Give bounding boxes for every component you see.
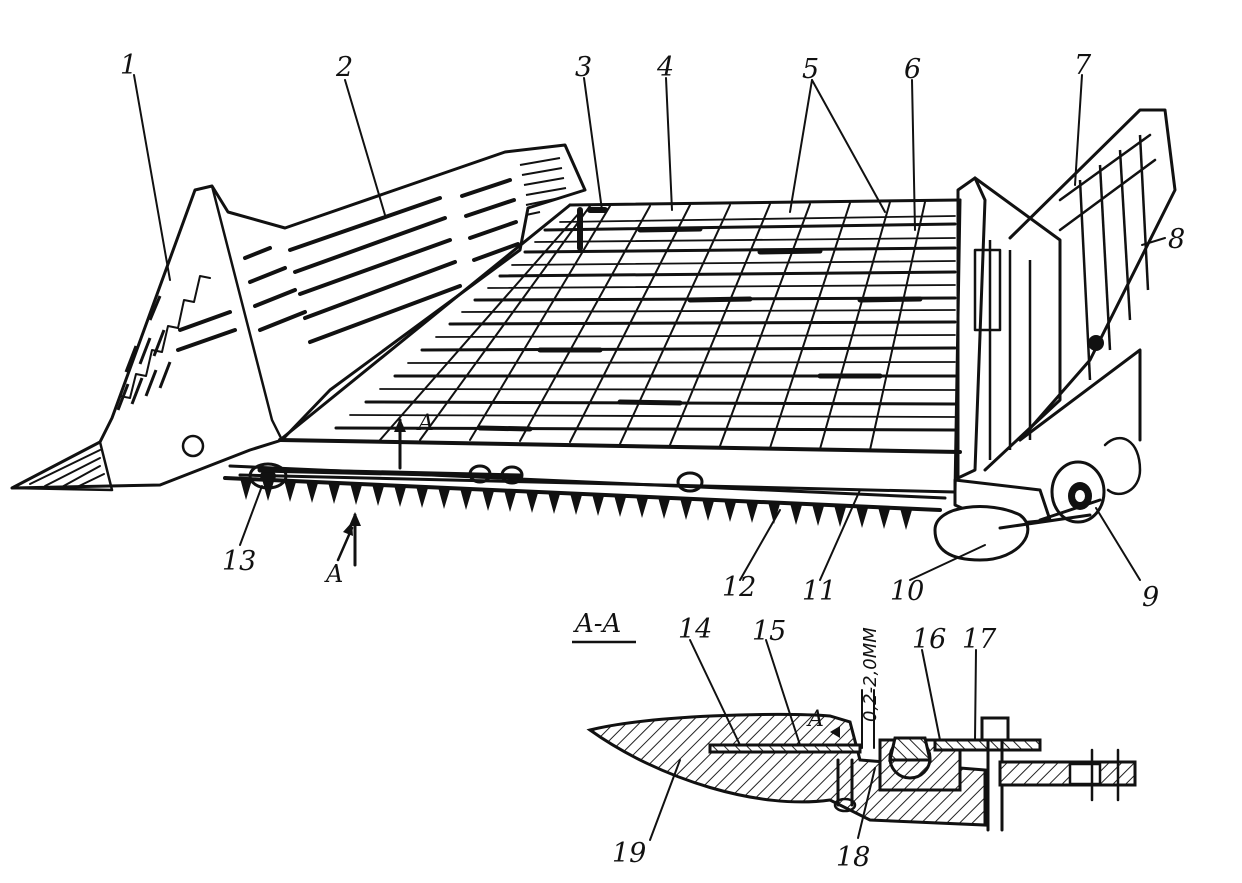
callout-9: 9 (1142, 582, 1159, 613)
right-crop-divider (1008, 108, 1177, 442)
callout-3: 3 (575, 52, 592, 83)
callout-6: 6 (904, 54, 921, 85)
callout-16: 16 (912, 624, 946, 655)
section-marker-a: A A (324, 411, 434, 588)
gauge-wheel (998, 436, 1142, 530)
callout-10: 10 (890, 576, 924, 607)
header-assembly: A A (10, 108, 1177, 588)
callout-18: 18 (836, 842, 870, 873)
section-letter-upper: A (416, 411, 434, 436)
right-side-wall (956, 176, 1062, 480)
platform-frame (238, 198, 962, 494)
callout-17: 17 (962, 624, 997, 655)
callout-19: 19 (612, 838, 646, 869)
section-title: A-A (573, 609, 621, 639)
left-divider (10, 143, 587, 492)
callout-1: 1 (120, 50, 137, 81)
callout-11: 11 (802, 576, 836, 607)
callout-15: 15 (752, 616, 786, 647)
support-shoe (933, 478, 1052, 562)
callout-5: 5 (802, 54, 819, 85)
callout-numbers: 1 2 3 4 5 6 7 8 9 10 11 12 13 (120, 50, 1185, 613)
section-letter-lower: A (324, 560, 343, 588)
cutter-bar (223, 462, 947, 530)
callout-4: 4 (656, 52, 674, 83)
section-a-a-detail: A-A 0,2-2,0ММ A (572, 609, 1137, 873)
callout-7: 7 (1074, 50, 1092, 81)
callout-12: 12 (722, 572, 756, 603)
leader-lines (133, 74, 1166, 581)
gap-dimension: 0,2-2,0ММ (860, 627, 881, 722)
callout-8: 8 (1168, 224, 1185, 255)
callout-13: 13 (222, 546, 256, 577)
detail-view-letter: A (806, 707, 824, 732)
callout-2: 2 (335, 52, 353, 83)
draper-conveyor-grid (334, 201, 957, 451)
callout-14: 14 (678, 614, 712, 645)
